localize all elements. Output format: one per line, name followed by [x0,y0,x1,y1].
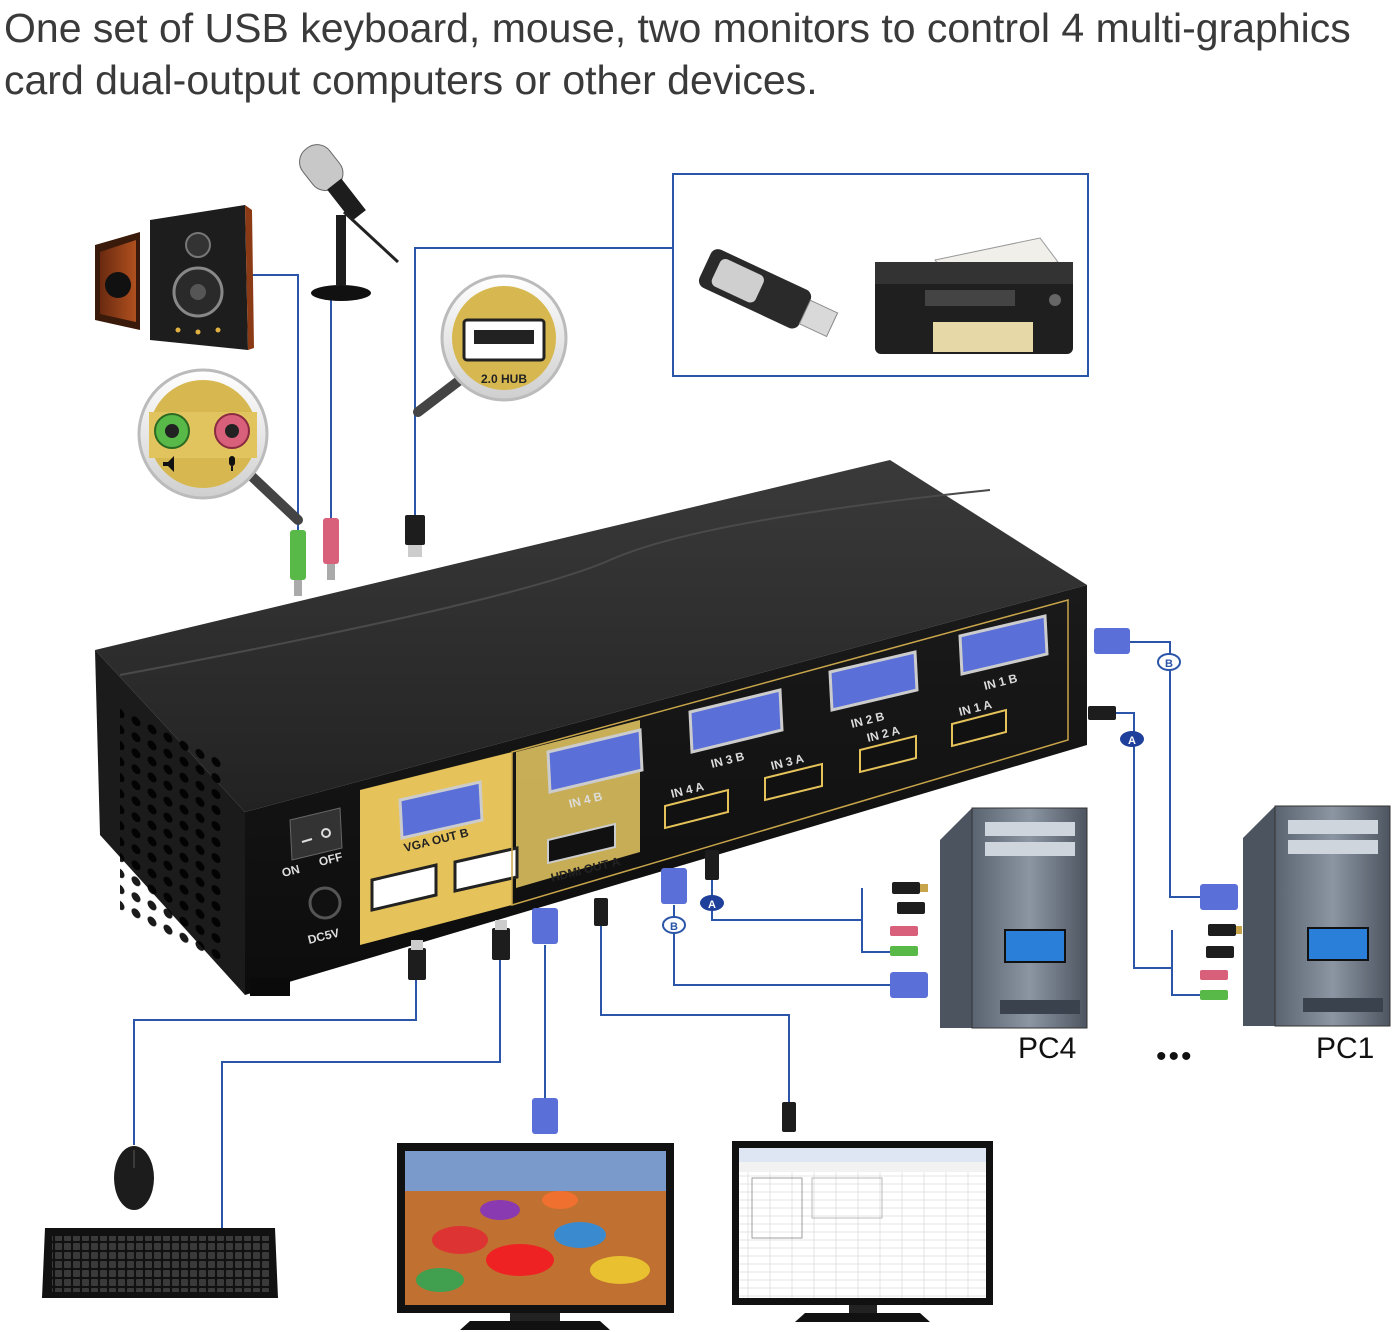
pc4-tower-icon [890,807,1088,1029]
mouse-icon [114,1146,154,1210]
speaker-icon [163,456,174,472]
vga-out-port [398,780,484,840]
pc1-label: PC1 [1316,1032,1375,1065]
kvm-switch-device: ON OFF DC5V VGA OUT B HDMI OUT A IN 4 B … [95,460,1087,996]
hdmi-monitor-icon [732,1102,993,1322]
hdmi-in-3-port [764,762,823,802]
usb-hub-label: 2.0 HUB [481,372,527,386]
pc1-plugs [1200,884,1242,1000]
hdmi-in-4-port [664,788,729,830]
usb-plug-icon [405,515,425,557]
bottom-connectors [408,628,1130,980]
pc4-plugs [890,882,928,998]
pc4-vga-plug-icon [661,868,687,904]
pc4-screen [1004,929,1066,963]
cable-lines [133,247,1200,1228]
badge-b-pc1: B [1157,653,1181,671]
usb-flash-drive-icon [698,249,839,338]
audio-ports-magnifier [137,368,303,525]
usb-hub-cable-line [414,247,672,515]
badge-a-pc4: A [700,895,724,911]
mouse-usb-plug-icon [408,940,426,980]
hdmi-out-plug-icon [594,898,608,926]
pc-ellipsis: ••• [1156,1040,1194,1073]
badge-b-pc4: B [662,916,686,934]
svg-text:B: B [670,921,678,933]
hdmi-plug-at-monitor-icon [782,1102,796,1132]
keyboard-cable-line [221,960,501,1228]
speaker-cable-line [248,274,299,530]
hdmi-in-1-port [951,708,1007,748]
cable-badges: B A A B [662,653,1181,934]
top-plugs [290,515,425,596]
pc4-bundle-line [861,888,890,953]
usb-port-keyboard [453,846,519,893]
svg-text:B: B [1165,658,1173,670]
headline-line-1: One set of USB keyboard, mouse, two moni… [4,5,1351,51]
pc4-hdmi-plug-icon [705,850,719,880]
cars-scene [416,1191,650,1292]
vga-in-3-port [688,688,784,754]
pc1-hdmi-cable-line [1116,712,1172,969]
microphone-icon [229,456,235,471]
microphone-stand-icon [299,144,400,301]
hdmi-in-2-port [859,734,917,774]
badge-a-pc1: A [1120,731,1144,747]
vga-out-plug-icon [532,908,558,944]
headline: One set of USB keyboard, mouse, two moni… [4,2,1394,106]
usb-devices-box [672,173,1089,377]
mouse-cable-line [133,980,417,1145]
printer-icon [875,237,1073,354]
headline-line-2: card dual-output computers or other devi… [4,57,818,103]
green-audio-plug-icon [290,530,306,596]
keyboard-usb-plug-icon [492,920,510,960]
pc1-tower-icon [1200,805,1391,1027]
vga-in-1-port [958,614,1049,676]
vga-plug-at-monitor-icon [532,1098,558,1134]
pc4-vga-cable-line [673,905,892,986]
svg-text:A: A [1128,735,1136,747]
hdmi-out-port [547,822,616,865]
pc1-screen [1307,927,1369,961]
pc1-hdmi-plug-icon [1088,706,1116,720]
pc1-vga-cable-line [1130,641,1200,898]
pc4-hdmi-cable-line [711,880,862,921]
speakers-icon [95,205,254,350]
pc1-bundle-line [1171,930,1200,996]
usb-hub-magnifier: 2.0 HUB [413,274,568,417]
pc1-vga-plug-icon [1094,628,1130,654]
svg-text:A: A [708,899,716,911]
power-switch[interactable] [289,807,343,861]
dc-jack [308,886,342,920]
vga-monitor-icon [397,1098,674,1330]
vga-in-2-port [828,650,919,712]
power-off-label: OFF [317,850,344,869]
vga-in-4-port [546,728,644,794]
keyboard-icon [42,1228,278,1298]
pink-audio-plug-icon [323,518,339,580]
power-on-label: ON [280,862,301,880]
usb-port-mouse [370,863,438,912]
hdmi-monitor-cable-line [600,925,790,1103]
pc4-label: PC4 [1018,1032,1077,1065]
